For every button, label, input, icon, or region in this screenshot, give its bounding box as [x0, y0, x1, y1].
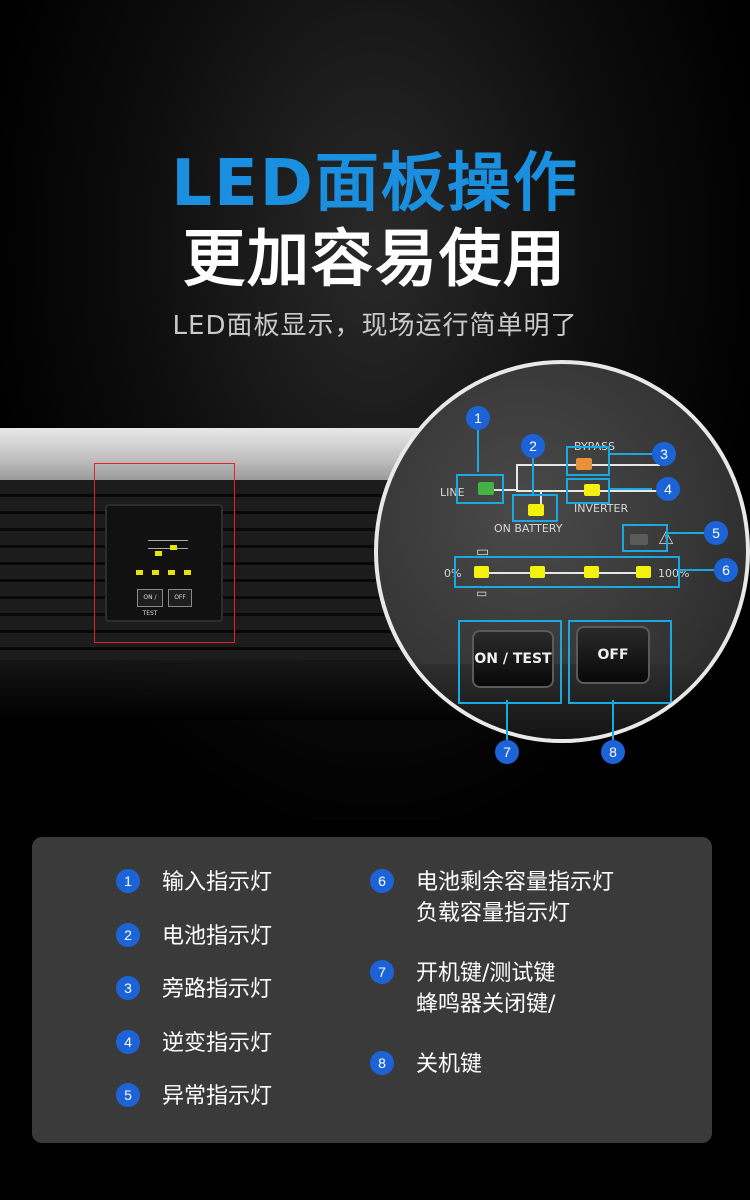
callout-7: 7 — [495, 740, 519, 764]
on-test-button[interactable]: ON / TEST — [472, 630, 554, 688]
legend-number: 7 — [370, 960, 394, 984]
battery-led — [528, 504, 544, 516]
legend-text: 开机键/测试键 — [416, 961, 556, 986]
line-led-box — [456, 474, 504, 504]
mini-panel-line — [148, 548, 188, 549]
legend-item: 4 逆变指示灯 — [116, 1028, 272, 1059]
callout-1: 1 — [466, 406, 490, 430]
battery-led-box — [512, 494, 558, 522]
legend-number: 3 — [116, 976, 140, 1000]
callout-line-1 — [477, 430, 479, 472]
mini-panel-line — [148, 540, 188, 541]
legend-text: 关机键 — [416, 1052, 483, 1077]
circuit-line — [516, 464, 518, 490]
callout-line-2 — [532, 456, 534, 494]
capacity-led — [474, 566, 489, 578]
mini-led — [170, 545, 177, 550]
mini-led — [155, 551, 162, 556]
legend-text: 负载容量指示灯 — [416, 901, 571, 926]
callout-line-6 — [676, 569, 714, 571]
mini-led-panel — [105, 504, 223, 622]
callout-2: 2 — [521, 434, 545, 458]
legend-text: 电池指示灯 — [162, 924, 273, 949]
line-label: LINE — [440, 486, 465, 499]
capacity-line — [478, 572, 648, 574]
legend-item: 1 输入指示灯 — [116, 867, 272, 898]
legend-number: 5 — [116, 1083, 140, 1107]
callout-line-7 — [506, 700, 508, 740]
callout-line-5 — [666, 532, 704, 534]
mini-off-button: OFF — [168, 589, 192, 607]
mini-led — [136, 570, 143, 575]
legend-number: 2 — [116, 923, 140, 947]
callout-5: 5 — [704, 521, 728, 545]
legend-number: 1 — [116, 869, 140, 893]
legend-text-block: 电池剩余容量指示灯 负载容量指示灯 — [416, 867, 614, 929]
pct-0-label: 0% — [444, 567, 462, 580]
highlight-frame — [94, 463, 235, 643]
callout-3: 3 — [652, 442, 676, 466]
legend-text: 异常指示灯 — [162, 1084, 273, 1109]
callout-line-3 — [610, 453, 652, 455]
fault-led-box — [622, 524, 668, 552]
on-test-button-box — [458, 620, 562, 704]
legend-text: 旁路指示灯 — [162, 977, 273, 1002]
callout-line-8 — [612, 700, 614, 740]
legend-item: 8 关机键 — [370, 1049, 482, 1080]
legend-item: 6 电池剩余容量指示灯 负载容量指示灯 — [370, 867, 614, 929]
panel-lower-shadow — [378, 664, 746, 739]
callout-6: 6 — [714, 558, 738, 582]
title: LED面板操作 — [171, 147, 579, 221]
legend-number: 4 — [116, 1030, 140, 1054]
legend-item: 3 旁路指示灯 — [116, 974, 272, 1005]
mini-led — [152, 570, 159, 575]
legend-number: 8 — [370, 1051, 394, 1075]
legend-text: 蜂鸣器关闭键/ — [416, 992, 556, 1017]
bypass-led-box — [566, 446, 610, 476]
inverter-led — [584, 484, 600, 496]
legend-text: 逆变指示灯 — [162, 1031, 273, 1056]
on-battery-label: ON BATTERY — [494, 522, 563, 535]
mini-on-test-button: ON / TEST — [137, 589, 163, 617]
battery-icon: ▭ — [476, 586, 488, 600]
legend-number: 6 — [370, 869, 394, 893]
mini-led — [184, 570, 191, 575]
line-led — [478, 482, 494, 495]
subtitle: 更加容易使用 — [182, 222, 567, 295]
legend-item: 7 开机键/测试键 蜂鸣器关闭键/ — [370, 958, 555, 1020]
callout-4: 4 — [656, 477, 680, 501]
off-button-box — [568, 620, 672, 704]
legend-text-block: 开机键/测试键 蜂鸣器关闭键/ — [416, 958, 555, 1020]
inverter-label: INVERTER — [574, 502, 629, 515]
inverter-led-box — [566, 478, 610, 504]
legend-item: 2 电池指示灯 — [116, 921, 272, 952]
off-button[interactable]: OFF — [576, 626, 650, 684]
capacity-led — [584, 566, 599, 578]
magnified-panel: LINE BYPASS ON BATTERY INVERTER ⚠ 0% 100… — [374, 360, 750, 743]
legend-text: 电池剩余容量指示灯 — [416, 870, 615, 895]
capacity-bar-box — [454, 556, 680, 588]
capacity-led — [530, 566, 545, 578]
tagline: LED面板显示，现场运行简单明了 — [172, 311, 578, 341]
callout-line-4 — [610, 488, 652, 490]
legend-item: 5 异常指示灯 — [116, 1081, 272, 1112]
mini-led — [168, 570, 175, 575]
callout-8: 8 — [601, 740, 625, 764]
circuit-line — [540, 490, 542, 506]
bypass-led — [576, 458, 592, 470]
fault-led — [630, 534, 648, 545]
legend-text: 输入指示灯 — [162, 870, 273, 895]
capacity-led — [636, 566, 651, 578]
